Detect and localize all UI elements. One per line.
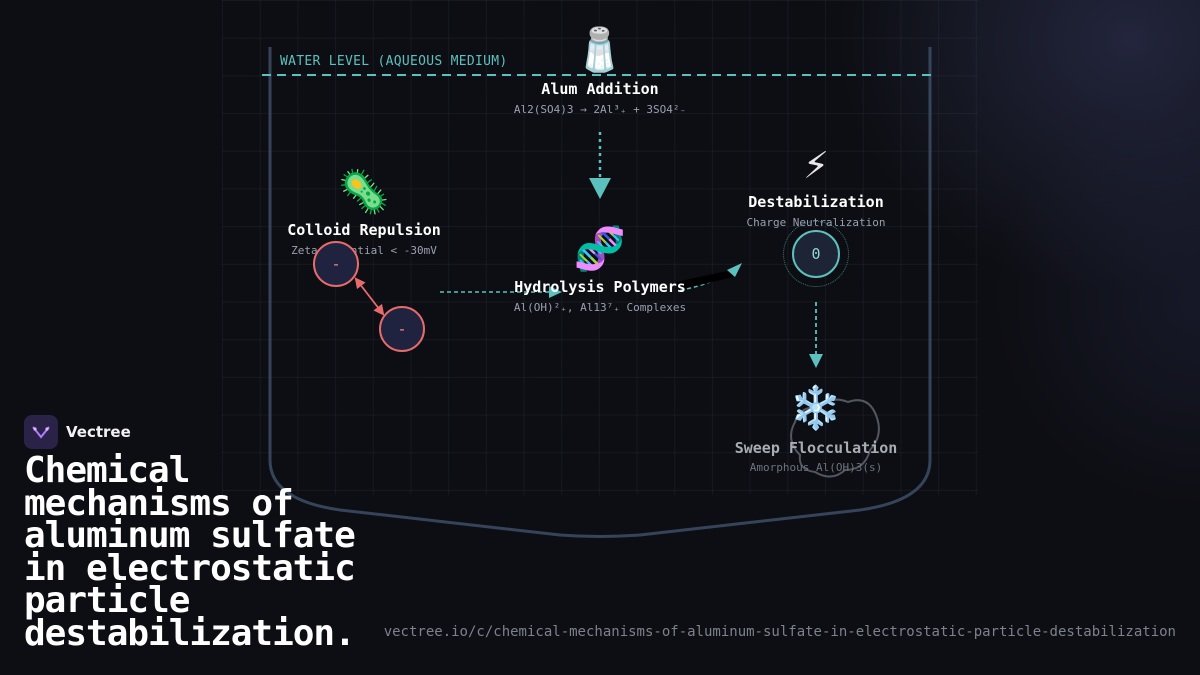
negative-particle-b: - xyxy=(379,306,425,352)
destab-down-head xyxy=(809,354,823,368)
water-level-label: WATER LEVEL (AQUEOUS MEDIUM) xyxy=(280,54,508,69)
sweep-subtitle: Amorphous Al(OH)3(s) xyxy=(749,461,883,474)
vectree-logo-icon xyxy=(24,415,58,449)
sweep-title: Sweep Flocculation xyxy=(734,439,898,457)
destabilization-title: Destabilization xyxy=(748,193,884,211)
alum-subtitle: Al2(SO4)3 → 2Al³₊ + 3SO4²₋ xyxy=(513,103,687,116)
neutral-particle: 0 xyxy=(792,230,840,278)
hydrolysis-arrow-black xyxy=(676,270,733,290)
floc-cloud-shape xyxy=(790,398,880,478)
alum-title: Alum Addition xyxy=(541,80,659,98)
page-url[interactable]: vectree.io/c/chemical-mechanisms-of-alum… xyxy=(383,624,1176,640)
colloid-subtitle: Zeta Potential < -30mV xyxy=(291,244,437,257)
colloid-title: Colloid Repulsion xyxy=(287,221,441,239)
dna-icon: 🧬 xyxy=(573,224,627,273)
brand-name: Vectree xyxy=(66,423,131,441)
neutral-particle-ring xyxy=(783,221,849,287)
negative-particle-a: - xyxy=(313,241,359,287)
alum-arrow-head xyxy=(589,178,611,199)
lightning-icon: ⚡ xyxy=(803,139,829,188)
destab-arrow-head xyxy=(727,263,742,277)
colloid-arrow-head xyxy=(549,286,562,298)
headline: Chemical mechanisms of aluminum sulfate … xyxy=(24,450,356,654)
hydrolysis-title: Hydrolysis Polymers xyxy=(514,278,686,296)
microbe-icon: 🦠 xyxy=(337,167,391,216)
brand[interactable]: Vectree xyxy=(24,415,131,449)
snowflake-icon: ❄️ xyxy=(789,383,843,432)
repulsion-arrow xyxy=(354,277,385,316)
salt-shaker-icon: 🧂 xyxy=(573,25,627,74)
hydrolysis-subtitle: Al(OH)²₊, Al13⁷₊ Complexes xyxy=(513,301,687,314)
tank-outline xyxy=(268,47,932,538)
